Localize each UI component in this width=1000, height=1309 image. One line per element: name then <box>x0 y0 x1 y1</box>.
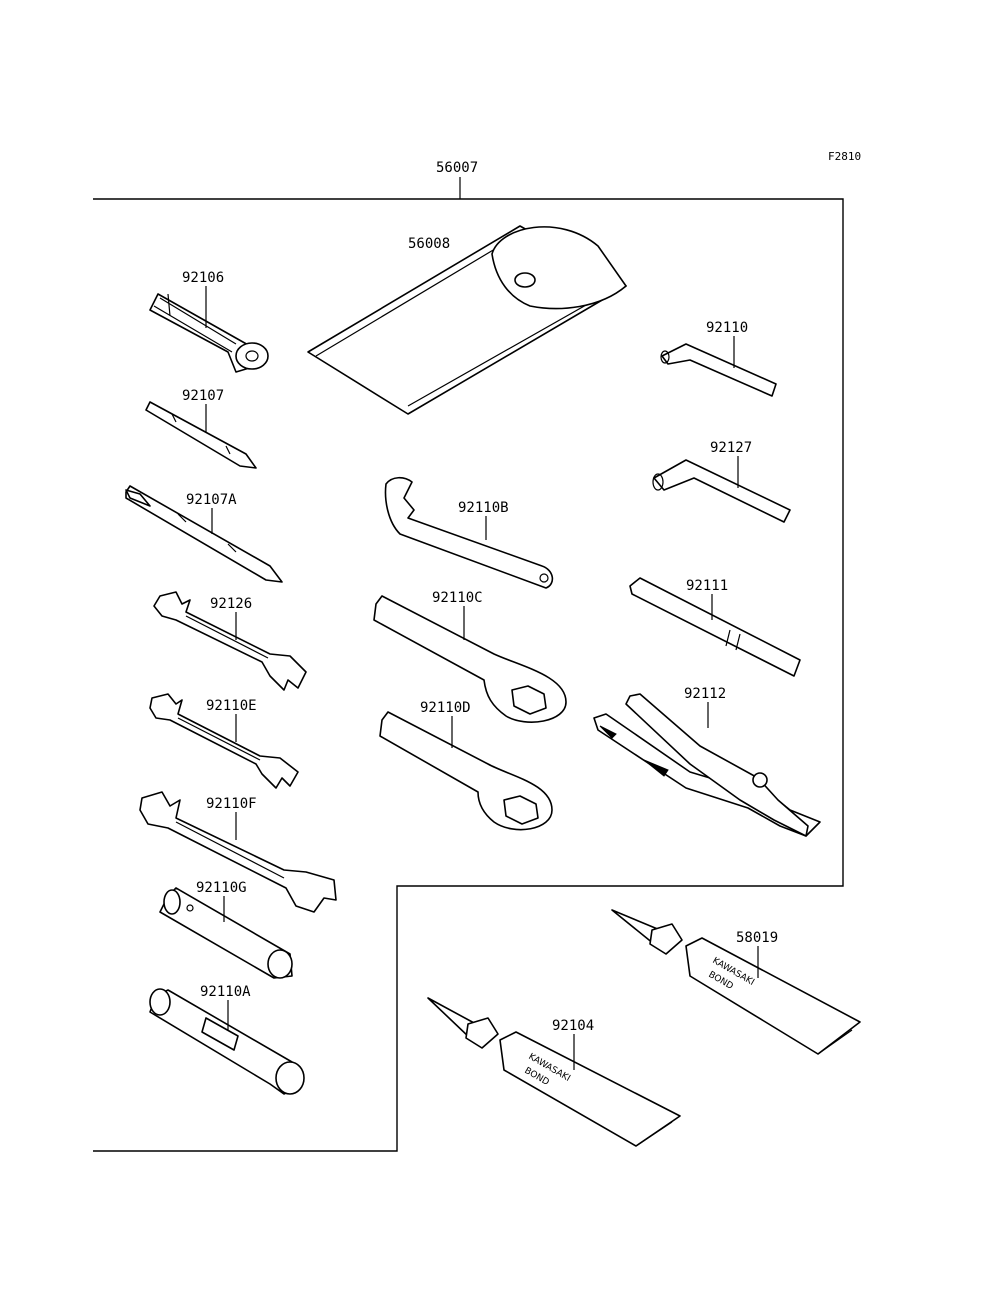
label-56008: 56008 <box>408 236 450 252</box>
label-92110B: 92110B <box>458 500 509 516</box>
tool-bag-icon <box>307 225 627 415</box>
ring-wrench-icon <box>379 711 553 831</box>
hex-key-icon <box>652 459 791 523</box>
label-92106: 92106 <box>182 270 224 286</box>
label-92110C: 92110C <box>432 590 483 606</box>
label-92104: 92104 <box>552 1018 594 1034</box>
label-92127: 92127 <box>710 440 752 456</box>
open-end-wrench-icon <box>139 791 337 913</box>
open-end-wrench-icon <box>149 693 299 789</box>
label-92107A: 92107A <box>186 492 237 508</box>
screwdriver-handle-icon <box>125 485 283 583</box>
figure-id: F2810 <box>828 150 861 163</box>
label-92110A: 92110A <box>200 984 251 1000</box>
pliers-icon <box>593 693 821 837</box>
label-92126: 92126 <box>210 596 252 612</box>
label-92110E: 92110E <box>206 698 257 714</box>
hex-key-icon <box>660 343 777 397</box>
label-92110D: 92110D <box>420 700 471 716</box>
label-56007: 56007 <box>436 160 478 176</box>
label-92111: 92111 <box>686 578 728 594</box>
label-92107: 92107 <box>182 388 224 404</box>
spark-plug-wrench-icon <box>149 988 305 1095</box>
bond-tube-icon: KAWASAKI BOND <box>611 909 861 1055</box>
box-spanner-icon <box>159 887 293 979</box>
label-92110: 92110 <box>706 320 748 336</box>
screwdriver-bit-icon <box>145 401 257 469</box>
open-end-wrench-icon <box>153 591 307 691</box>
label-58019: 58019 <box>736 930 778 946</box>
label-92112: 92112 <box>684 686 726 702</box>
label-92110G: 92110G <box>196 880 247 896</box>
label-92110F: 92110F <box>206 796 257 812</box>
ring-wrench-icon <box>373 595 567 723</box>
bond-tube-icon: KAWASAKI BOND <box>427 997 681 1147</box>
hook-spanner-icon <box>384 476 554 589</box>
socket-icon <box>149 293 269 373</box>
extension-bar-icon <box>629 577 801 677</box>
kit-outline <box>93 198 844 1152</box>
